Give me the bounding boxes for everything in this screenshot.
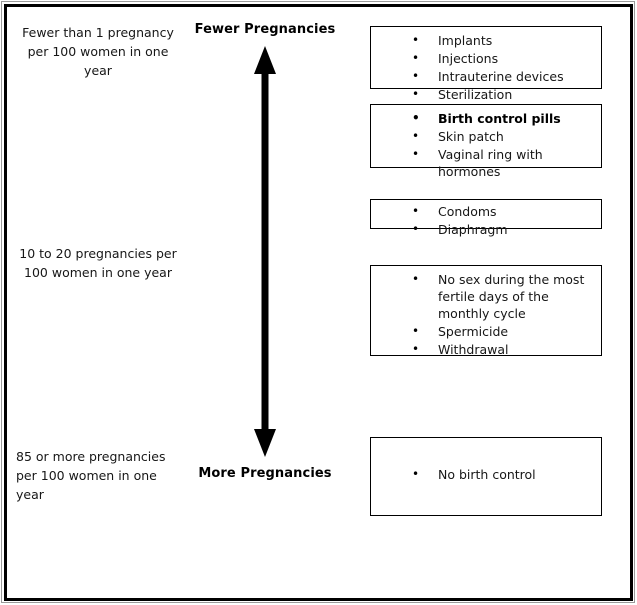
method-label: Injections [438, 51, 499, 66]
bullet-icon: • [412, 129, 420, 143]
method-label: No sex during the most fertile days of t… [438, 272, 585, 321]
method-box-barrier: • Condoms • Diaphragm [370, 199, 602, 237]
bullet-icon: • [412, 69, 420, 83]
bullet-icon: • [412, 51, 420, 65]
bullet-icon: • [412, 324, 420, 338]
method-label: Birth control pills [438, 111, 561, 126]
rate-label-middle: 10 to 20 pregnancies per 100 women in on… [19, 246, 177, 280]
bullet-icon: • [412, 33, 420, 47]
method-label: Vaginal ring with hormones [438, 147, 543, 179]
method-box-none: • No birth control [370, 437, 602, 516]
method-list-item: • Birth control pills [371, 110, 601, 127]
method-label: No birth control [438, 467, 536, 482]
method-label: Sterilization [438, 87, 513, 102]
double-headed-vertical-arrow-icon [254, 46, 276, 457]
method-list-item: • Vaginal ring with hormones [371, 146, 601, 180]
method-list-item: • No birth control [371, 466, 601, 483]
method-list-item: • Spermicide [371, 323, 601, 340]
bullet-icon: • [412, 467, 420, 481]
method-label: Condoms [438, 204, 497, 219]
method-label: Withdrawal [438, 342, 509, 357]
bullet-icon: • [412, 111, 420, 125]
bullet-icon: • [412, 342, 420, 356]
method-list-item: • Withdrawal [371, 341, 601, 358]
method-list: • Condoms • Diaphragm [371, 203, 601, 239]
axis-caption-more-pregnancies: More Pregnancies [198, 466, 332, 481]
method-list-item: • No sex during the most fertile days of … [371, 271, 601, 322]
method-list-item: • Condoms [371, 203, 601, 220]
method-list-item: • Diaphragm [371, 221, 601, 238]
method-label: Implants [438, 33, 493, 48]
method-list: • Birth control pills • Skin patch • Vaginal … [371, 110, 601, 181]
method-list: • No birth control [371, 466, 601, 484]
method-list-item: • Intrauterine devices [371, 68, 601, 85]
bullet-icon: • [412, 222, 420, 236]
figure-inner-border [4, 4, 633, 601]
method-label: Spermicide [438, 324, 509, 339]
bullet-icon: • [412, 272, 420, 286]
bullet-icon: • [412, 147, 420, 161]
method-label: Skin patch [438, 129, 504, 144]
rate-label-highest: 85 or more pregnancies per 100 women in … [16, 449, 166, 502]
method-list-item: • Sterilization [371, 86, 601, 103]
method-list-item: • Implants [371, 32, 601, 49]
method-list-item: • Skin patch [371, 128, 601, 145]
method-box-behavioral: • No sex during the most fertile days of … [370, 265, 602, 359]
axis-caption-fewer-pregnancies: Fewer Pregnancies [194, 22, 336, 37]
rate-label-lowest: Fewer than 1 pregnancy per 100 women in … [22, 25, 174, 78]
method-label: Intrauterine devices [438, 69, 564, 84]
bullet-icon: • [412, 87, 420, 101]
method-box-most-effective: • Implants • Injections • Intrauterine device… [370, 26, 602, 102]
method-label: Diaphragm [438, 222, 508, 237]
method-list: • Implants • Injections • Intrauterine device… [371, 32, 601, 104]
method-list-item: • Injections [371, 50, 601, 67]
method-box-hormonal: • Birth control pills • Skin patch • Vaginal … [370, 104, 602, 179]
bullet-icon: • [412, 204, 420, 218]
method-list: • No sex during the most fertile days of … [371, 271, 601, 359]
